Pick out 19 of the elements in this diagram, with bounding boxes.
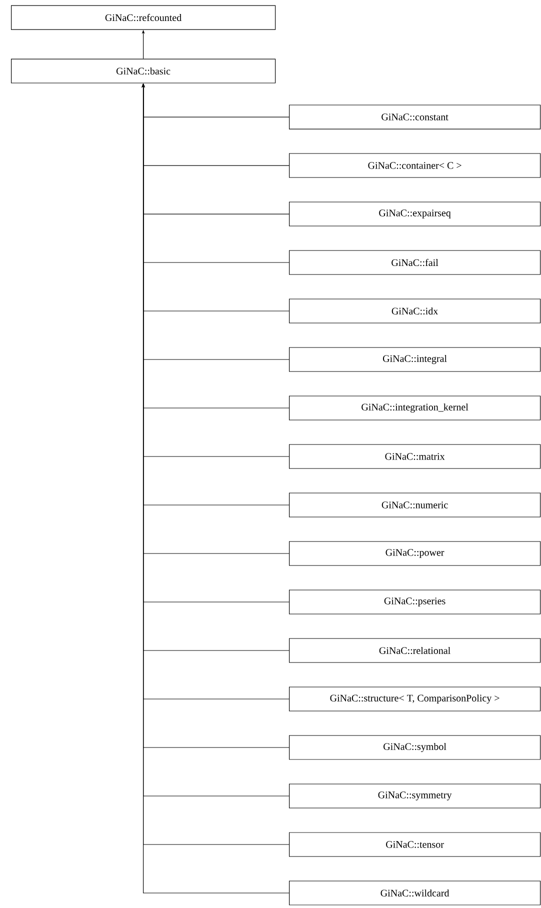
class-box: GiNaC::integration_kernel xyxy=(289,396,541,420)
class-box: GiNaC::numeric xyxy=(289,492,541,518)
class-box: GiNaC::wildcard xyxy=(289,880,541,906)
class-box: GiNaC::symmetry xyxy=(289,784,541,808)
class-box: GiNaC::tensor xyxy=(289,832,541,857)
class-box: GiNaC::power xyxy=(289,541,541,566)
class-box: GiNaC::fail xyxy=(289,250,541,275)
class-box: GiNaC::expairseq xyxy=(289,202,541,226)
class-box: GiNaC::refcounted xyxy=(11,5,276,30)
class-box: GiNaC::matrix xyxy=(289,444,541,469)
class-box: GiNaC::integral xyxy=(289,347,541,372)
class-box: GiNaC::pseries xyxy=(289,590,541,614)
class-box: GiNaC::idx xyxy=(289,298,541,324)
class-box: GiNaC::relational xyxy=(289,638,541,663)
class-box: GiNaC::container< C > xyxy=(289,153,541,178)
class-box: GiNaC::basic xyxy=(11,58,276,84)
class-box: GiNaC::constant xyxy=(289,104,541,130)
class-box: GiNaC::symbol xyxy=(289,735,541,760)
class-box: GiNaC::structure< T, ComparisonPolicy > xyxy=(289,686,541,712)
